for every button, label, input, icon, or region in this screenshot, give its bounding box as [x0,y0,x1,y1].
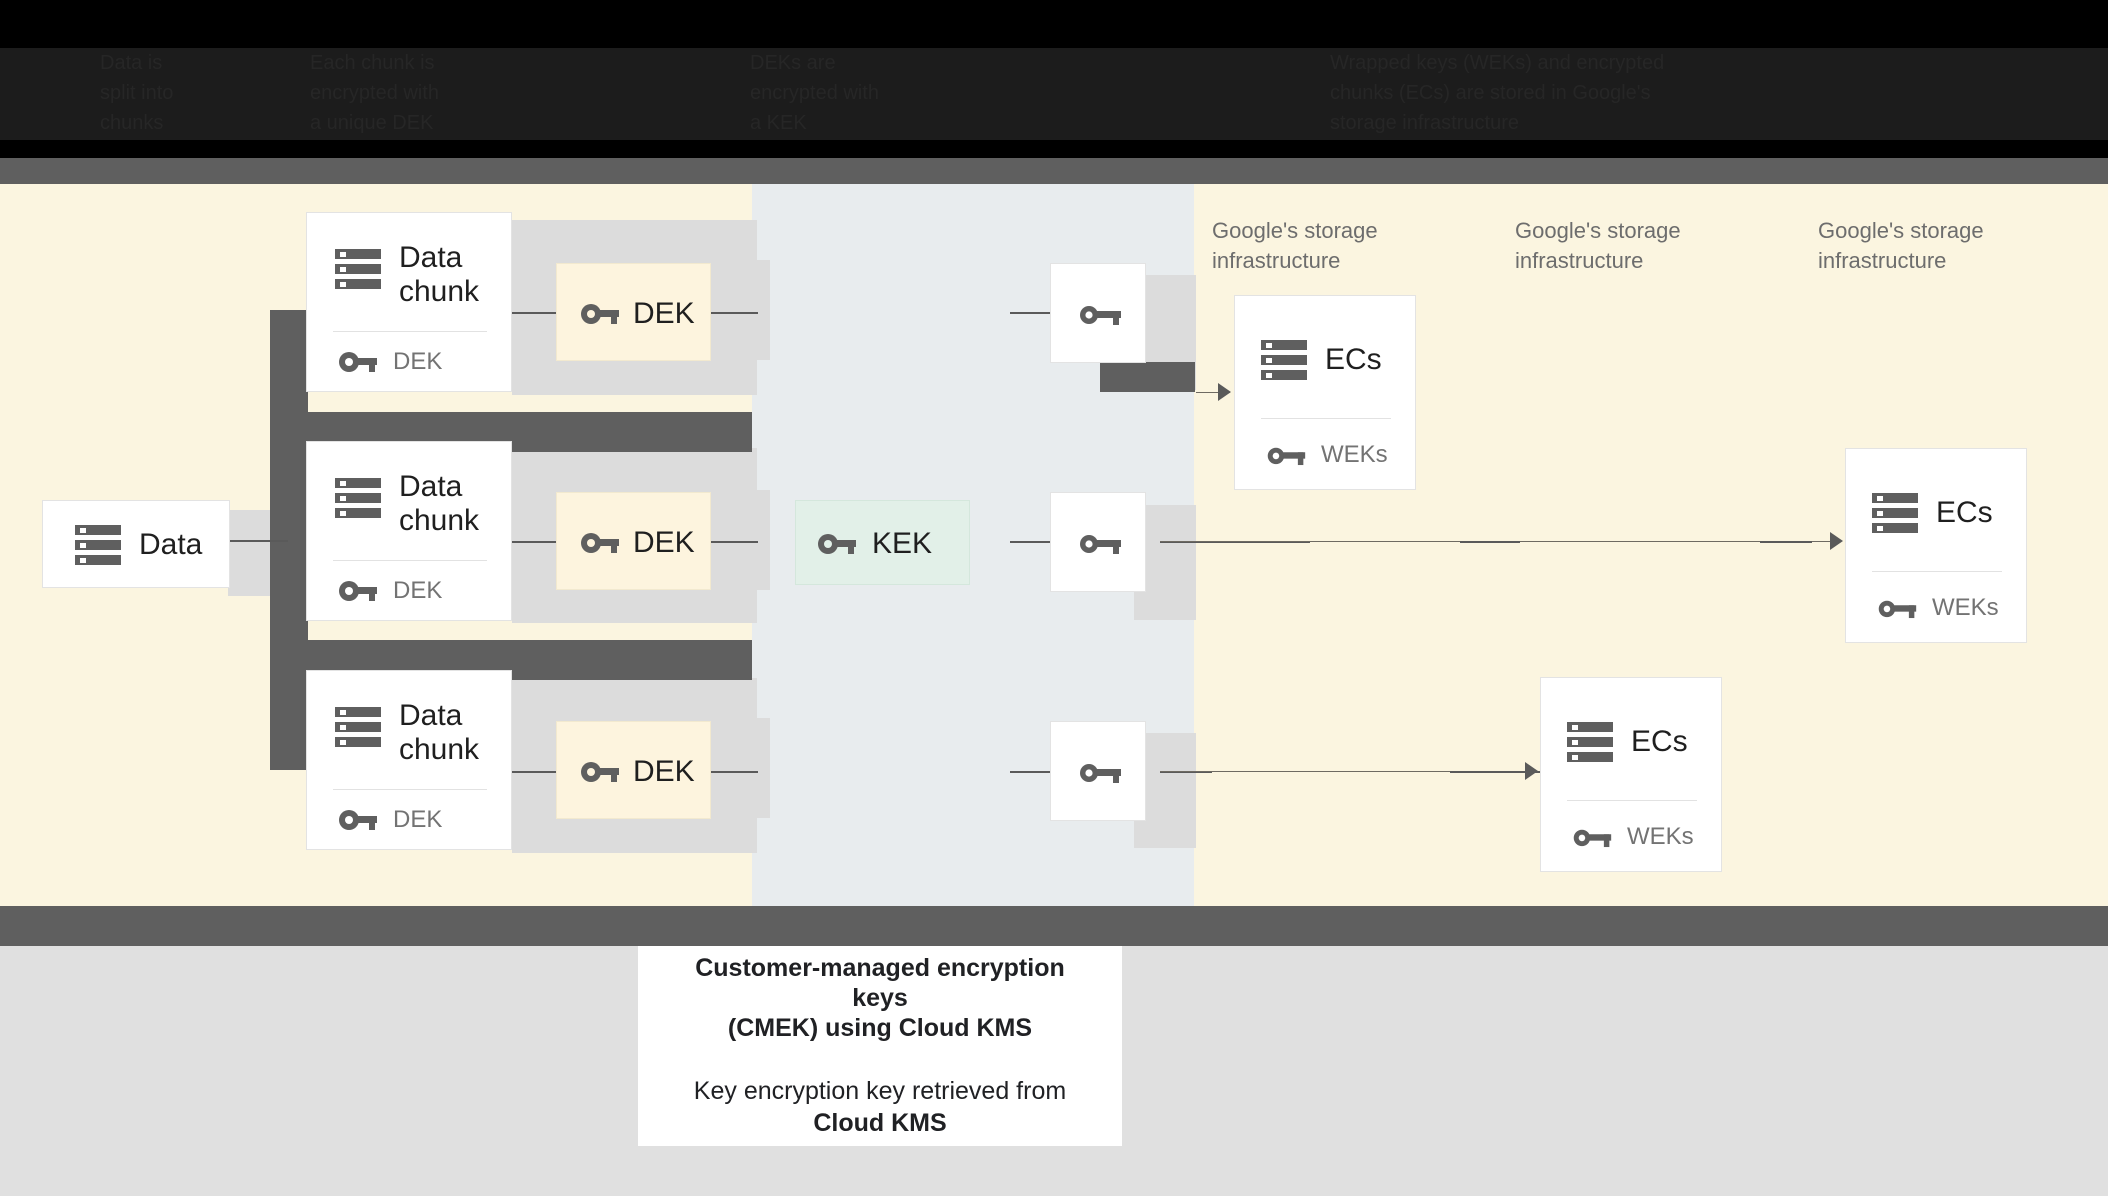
card-chunk-key-label: DEK [393,806,443,833]
wrapped-key-icon [1265,441,1307,469]
card-ecs-title: ECs [1936,496,1993,529]
storage-heading-2: Google's storage infrastructure [1515,218,1681,273]
key-icon [581,531,619,555]
server-icon [335,249,381,289]
storage-heading-1: Google's storage infrastructure [1212,218,1378,273]
caption-line-2: (CMEK) using Cloud KMS [727,1014,1033,1042]
card-ecs-key-label: WEKs [1932,594,1999,621]
card-ecs-key-label: WEKs [1321,441,1388,468]
key-icon [339,808,377,832]
card-dek-label: DEK [633,755,695,788]
card-divider [333,331,487,332]
card-ecs-1[interactable]: ECs WEKs [1234,295,1416,490]
line-wek2-seg-b [1460,541,1520,543]
bottom-divider-band [0,906,2108,946]
line-chunk2-to-dek2 [512,541,557,543]
card-wek-3[interactable] [1050,721,1146,821]
card-dek-label: DEK [633,297,695,330]
card-ecs-key-label: WEKs [1627,823,1694,850]
card-dek-label: DEK [633,526,695,559]
wrapped-key-icon [1571,823,1613,851]
line-dek2-out [710,541,758,543]
caption-line-4: Cloud KMS [813,1109,947,1137]
card-divider [1261,418,1391,419]
server-icon [1567,722,1613,762]
line-wek1-to-ec1 [1196,392,1230,393]
storage-heading-3: Google's storage infrastructure [1818,218,1984,273]
card-dek-3[interactable]: DEK [556,721,711,819]
line-kek-to-wek2 [1010,541,1052,543]
arrow-ec1 [1218,383,1231,401]
card-data-chunk-2[interactable]: Data chunk DEK [306,441,512,621]
key-icon [818,532,856,556]
server-icon [75,525,121,565]
caption-card: Customer-managed encryption keys (CMEK) … [638,946,1122,1146]
card-ecs-3[interactable]: ECs WEKs [1540,677,1722,872]
server-icon [335,478,381,518]
card-kek[interactable]: KEK [795,500,970,585]
plate-dek-2 [710,490,770,590]
wrapped-key-icon [1876,594,1918,622]
card-divider [1872,571,2002,572]
legend-column-4: Wrapped keys (WEKs) and encrypted chunks… [1330,52,1665,134]
card-ecs-title: ECs [1631,725,1688,758]
key-icon [339,579,377,603]
card-chunk-key-label: DEK [393,577,443,604]
card-data-chunk-3[interactable]: Data chunk DEK [306,670,512,850]
card-divider [333,560,487,561]
arrow-ec3 [1525,762,1538,780]
top-legend-row: Data is split into chunks Each chunk is … [0,48,2108,140]
key-icon [581,302,619,326]
card-wek-2[interactable] [1050,492,1146,592]
card-chunk-title: Data chunk [399,699,480,766]
caption-line-3: Key encryption key retrieved from [693,1077,1067,1105]
line-wek3-seg-a [1160,771,1212,773]
caption-line-1: Customer-managed encryption keys [695,954,1065,1012]
line-data-to-spine [228,540,288,542]
card-divider [1567,800,1697,801]
card-chunk-key-label: DEK [393,348,443,375]
line-wek3-to-ec3 [1160,771,1530,772]
line-wek2-seg-a [1160,541,1310,543]
card-chunk-title: Data chunk [399,470,480,537]
plate-dek-3 [710,718,770,818]
server-icon [1872,493,1918,533]
line-dek1-out [710,312,758,314]
card-data-chunk-1[interactable]: Data chunk DEK [306,212,512,392]
plate-dek-1 [710,260,770,360]
card-kek-label: KEK [872,527,933,560]
line-wek3-seg-b [1450,771,1550,773]
line-dek3-out [710,771,758,773]
line-kek-to-wek1 [1010,312,1052,314]
card-ecs-title: ECs [1325,343,1382,376]
top-legend-bar: Data is split into chunks Each chunk is … [0,0,2108,158]
wrapped-key-icon [1077,528,1123,558]
card-divider [333,789,487,790]
legend-column-2: Each chunk is encrypted with a unique DE… [310,52,439,134]
line-chunk3-to-dek3 [512,771,557,773]
server-icon [335,707,381,747]
arrow-ec2 [1830,532,1843,550]
key-icon [581,760,619,784]
highlight-bar-wek-1 [1100,362,1195,392]
line-chunk1-to-dek1 [512,312,557,314]
server-icon [1261,340,1307,380]
card-chunk-title: Data chunk [399,241,480,308]
line-wek2-seg-c [1760,541,1812,543]
card-data-label: Data [139,528,203,561]
card-ecs-2[interactable]: ECs WEKs [1845,448,2027,643]
wrapped-key-icon [1077,299,1123,329]
line-kek-to-wek3 [1010,771,1052,773]
key-icon [339,350,377,374]
top-divider-band [0,158,2108,184]
card-dek-2[interactable]: DEK [556,492,711,590]
legend-column-3: DEKs are encrypted with a KEK [750,52,879,134]
card-wek-1[interactable] [1050,263,1146,363]
card-dek-1[interactable]: DEK [556,263,711,361]
wrapped-key-icon [1077,757,1123,787]
card-data[interactable]: Data [42,500,230,588]
legend-column-1: Data is split into chunks [100,52,174,134]
